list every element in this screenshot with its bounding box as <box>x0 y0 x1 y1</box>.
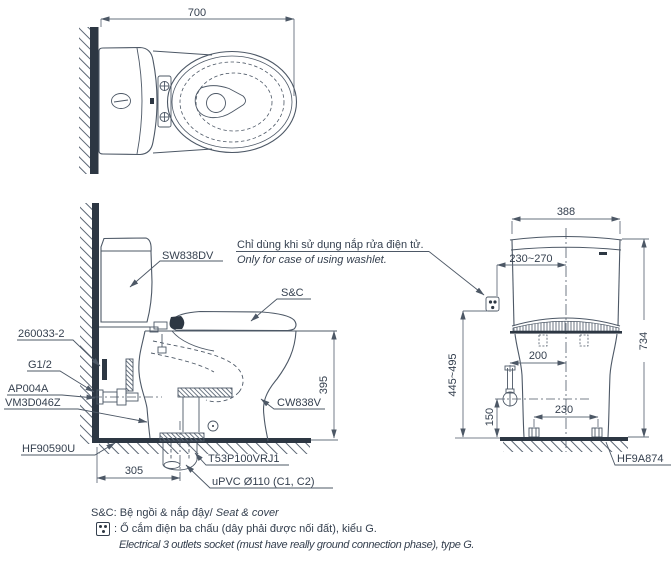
washlet-note-vi: Chỉ dùng khi sử dụng nắp rửa điện tử. <box>237 238 424 251</box>
logo-mark <box>599 252 607 255</box>
footnotes: S&C: Bệ ngồi & nắp đậy/ Seat & cover : Ổ… <box>91 505 651 553</box>
floor-flange-label: HF90590U <box>22 443 75 455</box>
bowl-front-view <box>514 333 618 438</box>
dim-230-270-label: 230~270 <box>509 253 552 265</box>
dimension-700 <box>100 16 295 96</box>
stop-valve-label: AP004A <box>8 383 49 395</box>
floor-front-icon <box>455 437 628 452</box>
wall-side-icon <box>80 203 99 444</box>
floor-fixing-label: HF9A874 <box>617 453 663 465</box>
footnote-socket-en: Electrical 3 outlets socket (must have r… <box>119 539 475 551</box>
drain-pipe-label: uPVC Ø110 (C1, C2) <box>212 476 315 488</box>
power-socket-icon <box>96 522 110 536</box>
front-view <box>455 216 671 466</box>
dim-230-label: 230 <box>555 404 573 416</box>
dimension-230 <box>533 414 599 427</box>
drain-socket-label: T53P100VRJ1 <box>208 453 280 465</box>
seat-cover-side-view <box>149 310 297 354</box>
dim-700-label: 700 <box>188 7 206 19</box>
bowl-side-view <box>138 330 297 442</box>
power-socket-icon <box>485 296 500 312</box>
wall-top-icon <box>79 27 99 174</box>
supply-valve-front <box>495 365 590 407</box>
supply-valve-side <box>93 358 162 406</box>
floor-bolts <box>528 427 603 438</box>
seat-cover-front-view <box>510 317 622 347</box>
dim-200-label: 200 <box>529 350 547 362</box>
hinge-plate <box>157 75 172 128</box>
bowl-model-label: CW838V <box>277 397 322 409</box>
seat-label: S&C <box>281 287 304 299</box>
tank-model-label: SW838DV <box>162 250 214 262</box>
dim-445-495-label: 445~495 <box>447 353 459 396</box>
supply-bolt-label: 260033-2 <box>18 328 65 340</box>
dimension-305 <box>96 447 181 483</box>
side-view <box>4 203 485 489</box>
label-leader-hf9a874 <box>605 441 671 466</box>
tank-top-view <box>98 46 158 156</box>
dimension-445-495 <box>460 310 488 438</box>
dimension-388 <box>511 216 621 234</box>
tank-front-view <box>509 235 623 327</box>
footnote-seat-cover-vi: S&C: Bệ ngồi & nắp đậy/ <box>91 507 213 519</box>
footnote-socket-vi: : Ổ cắm điện ba chấu (dây phải được nối … <box>114 523 377 535</box>
dim-388-label: 388 <box>557 206 575 218</box>
tank-side-view <box>99 237 153 328</box>
dimension-200 <box>509 360 567 372</box>
footnote-socket: : Ổ cắm điện ba chấu (dây phải được nối … <box>96 521 651 537</box>
dim-305-label: 305 <box>125 465 143 477</box>
flush-button-icon <box>111 93 131 109</box>
footnote-seat-cover-en: Seat & cover <box>212 507 279 519</box>
label-leaders-side <box>4 251 485 489</box>
dimension-230-270 <box>496 262 567 296</box>
footnote-seat-cover: S&C: Bệ ngồi & nắp đậy/ Seat & cover <box>91 505 651 521</box>
dim-395-label: 395 <box>318 376 330 394</box>
dim-150-label: 150 <box>484 408 496 426</box>
dimension-395 <box>311 330 338 441</box>
top-view <box>79 16 298 174</box>
seat-lid-top-view <box>166 50 298 154</box>
dim-734-label: 734 <box>638 332 650 350</box>
thread-label: G1/2 <box>28 359 52 371</box>
drawing-labels: 700 SW838DV Chỉ dùng khi sử dụng nắp rửa… <box>5 7 663 488</box>
fitting-label: VM3D046Z <box>5 397 61 409</box>
washlet-note-en: Only for case of using washlet. <box>237 254 387 266</box>
dimension-150 <box>494 398 505 438</box>
